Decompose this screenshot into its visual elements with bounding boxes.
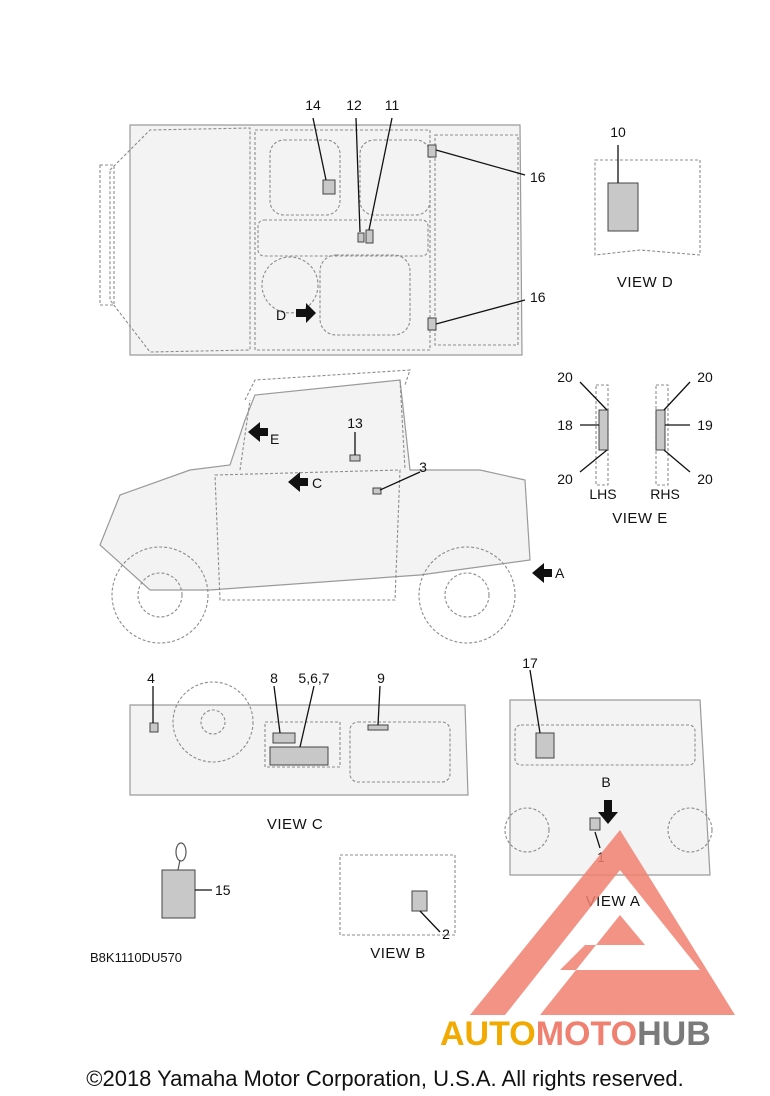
callout-3: 3 xyxy=(419,459,427,475)
diagram-code: B8K1110DU570 xyxy=(90,950,182,965)
view-b-label: VIEW B xyxy=(370,945,426,962)
callout-9: 9 xyxy=(377,670,385,686)
callout-2: 2 xyxy=(442,926,450,942)
callout-20-rhs-bottom: 20 xyxy=(697,471,713,487)
view-d-arrow xyxy=(296,303,316,323)
callout-15: 15 xyxy=(215,882,231,898)
arrow-label-a: A xyxy=(555,565,565,581)
watermark-hub: HUB xyxy=(637,1015,711,1053)
watermark-text: AUTOMOTOHUB xyxy=(440,1015,711,1053)
arrow-label-b: B xyxy=(601,774,610,790)
view-e-detail xyxy=(579,381,691,486)
callout-10: 10 xyxy=(610,124,626,140)
watermark-moto: MOTO xyxy=(536,1015,637,1053)
callout-8: 8 xyxy=(270,670,278,686)
view-b-detail xyxy=(339,854,456,936)
side-view-vehicle xyxy=(99,369,552,644)
callout-20-lhs-bottom: 20 xyxy=(557,471,573,487)
arrow-label-c: C xyxy=(312,475,322,491)
callout-4: 4 xyxy=(147,670,155,686)
view-e-arrow xyxy=(248,422,268,442)
view-e-label: VIEW E xyxy=(612,510,668,527)
view-b-arrow xyxy=(598,800,618,824)
arrow-label-e: E xyxy=(270,431,279,447)
watermark-auto: AUTO xyxy=(440,1015,536,1053)
watermark-logo xyxy=(470,830,735,1015)
callout-12: 12 xyxy=(346,97,362,113)
callout-13: 13 xyxy=(347,415,363,431)
callout-5-6-7: 5,6,7 xyxy=(298,670,329,686)
view-c-arrow xyxy=(288,472,308,492)
view-a-label: VIEW A xyxy=(586,893,641,910)
callout-18: 18 xyxy=(557,417,573,433)
lhs-label: LHS xyxy=(589,486,616,502)
arrow-label-d: D xyxy=(276,307,286,323)
leader-lines-top xyxy=(296,117,526,325)
hang-tag-15 xyxy=(161,842,212,919)
callout-17: 17 xyxy=(522,655,538,671)
top-view-vehicle xyxy=(99,124,523,356)
callout-20-lhs-top: 20 xyxy=(557,369,573,385)
view-d-detail xyxy=(594,145,701,256)
view-a-rear xyxy=(504,669,713,876)
callout-19: 19 xyxy=(697,417,713,433)
view-c-dashboard xyxy=(129,681,469,796)
callout-16-upper: 16 xyxy=(530,169,546,185)
view-a-arrow xyxy=(532,563,552,583)
callout-14: 14 xyxy=(305,97,321,113)
callout-11: 11 xyxy=(385,97,400,113)
view-c-label: VIEW C xyxy=(267,816,323,833)
rhs-label: RHS xyxy=(650,486,680,502)
callout-16-lower: 16 xyxy=(530,289,546,305)
copyright-notice: ©2018 Yamaha Motor Corporation, U.S.A. A… xyxy=(86,1066,683,1091)
callout-20-rhs-top: 20 xyxy=(697,369,713,385)
view-d-label: VIEW D xyxy=(617,274,673,291)
